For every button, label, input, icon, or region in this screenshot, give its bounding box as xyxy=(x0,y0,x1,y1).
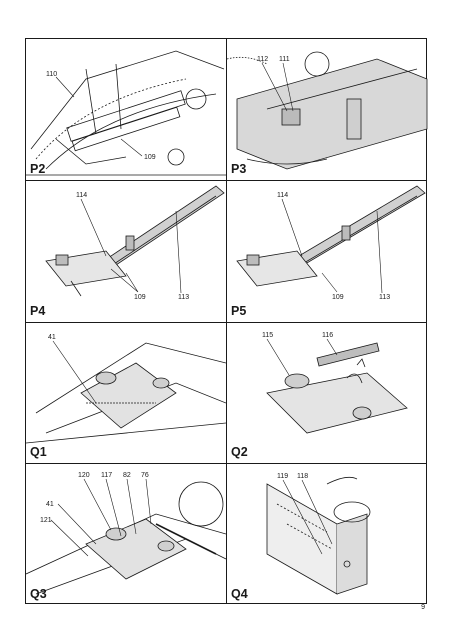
callout: 116 xyxy=(322,332,333,339)
p5-illustration: 114 109 113 xyxy=(236,185,426,301)
callout: 76 xyxy=(141,472,149,479)
callout: 117 xyxy=(101,472,112,479)
callout: 110 xyxy=(46,71,57,78)
panel-label: P5 xyxy=(231,304,247,318)
column-divider xyxy=(226,39,228,603)
p2-illustration: 110 109 xyxy=(26,50,226,176)
panel-label: Q4 xyxy=(231,587,248,601)
callout: 121 xyxy=(40,517,52,524)
panel-label: P4 xyxy=(30,304,46,318)
callout: 118 xyxy=(297,473,308,480)
callout: 109 xyxy=(332,294,344,301)
panel-label: Q3 xyxy=(30,587,47,601)
panel-label: P3 xyxy=(231,162,247,176)
q4-illustration: 119 118 xyxy=(266,473,371,595)
row-divider xyxy=(26,463,426,465)
q2-illustration: 115 116 xyxy=(262,332,408,434)
callout: 114 xyxy=(277,192,288,199)
callout: 112 xyxy=(257,56,268,63)
panel-label: Q2 xyxy=(231,445,248,459)
callout: 113 xyxy=(178,294,189,301)
panel-q4: 119 118 Q4 xyxy=(227,464,428,605)
row-divider xyxy=(26,180,426,182)
panel-q2: 115 116 Q2 xyxy=(227,323,428,463)
callout: 113 xyxy=(379,294,390,301)
p3-illustration: 112 111 xyxy=(227,51,428,170)
panel-q3: 120 117 82 76 41 121 Q3 xyxy=(26,464,226,605)
panel-q1: 41 Q1 xyxy=(26,323,226,463)
row-divider xyxy=(26,322,426,324)
panel-p5: 114 109 113 P5 xyxy=(227,181,428,322)
page-number: 9 xyxy=(421,604,425,611)
callout: 41 xyxy=(46,501,54,508)
q1-illustration: 41 xyxy=(26,334,226,444)
callout: 119 xyxy=(277,473,288,480)
callout: 109 xyxy=(144,154,156,161)
callout: 114 xyxy=(76,192,87,199)
figure-grid: 110 109 P2 112 111 P3 xyxy=(25,38,428,605)
panel-p4: 114 109 113 P4 xyxy=(26,181,226,322)
q3-illustration: 120 117 82 76 41 121 xyxy=(26,472,226,595)
panel-label: Q1 xyxy=(30,445,47,459)
callout: 115 xyxy=(262,332,273,339)
callout: 120 xyxy=(78,472,90,479)
callout: 111 xyxy=(279,56,290,63)
p4-illustration: 114 109 113 xyxy=(45,185,225,301)
callout: 109 xyxy=(134,294,146,301)
callout: 82 xyxy=(123,472,131,479)
panel-p2: 110 109 P2 xyxy=(26,39,226,180)
panel-p3: 112 111 P3 xyxy=(227,39,428,180)
panel-label: P2 xyxy=(30,162,46,176)
callout: 41 xyxy=(48,334,56,341)
